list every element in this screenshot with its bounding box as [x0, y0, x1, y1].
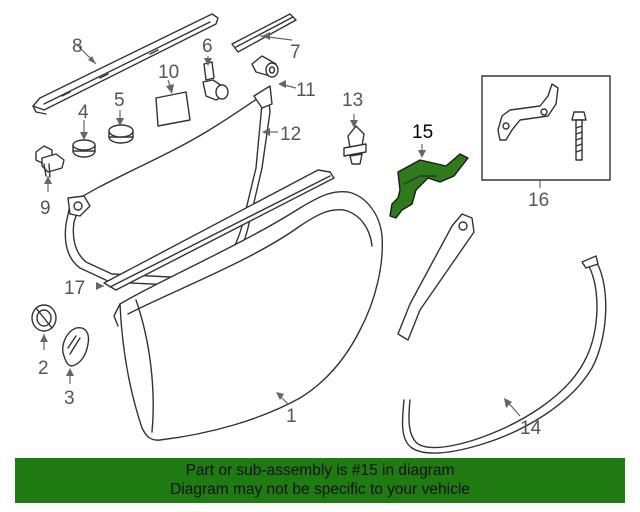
callout-8: 8	[72, 36, 83, 57]
part-17-sill-strip[interactable]	[103, 169, 335, 291]
callout-4: 4	[78, 102, 89, 123]
part-14-door-seal[interactable]	[401, 255, 607, 454]
callout-labels: 8 6 7 10 11 5 4 13 15 12 9 16 17 2 3 1 1…	[38, 36, 549, 439]
part-15-highlighted-bracket[interactable]	[389, 153, 469, 219]
callout-10: 10	[158, 62, 179, 83]
callout-16: 16	[528, 190, 549, 211]
part-7-seal-strip[interactable]	[231, 13, 297, 53]
callout-14: 14	[520, 418, 542, 439]
callout-15: 15	[412, 122, 433, 143]
info-banner: Part or sub-assembly is #15 in diagram D…	[15, 458, 625, 503]
part-5-plug[interactable]	[108, 124, 134, 144]
callout-17: 17	[64, 278, 85, 299]
part-16-hinge-kit-box[interactable]	[481, 75, 611, 181]
callout-12: 12	[280, 124, 301, 145]
callout-11: 11	[296, 80, 316, 101]
part-11-bolt[interactable]	[251, 55, 279, 78]
part-1-door-shell[interactable]	[113, 190, 384, 441]
callout-6: 6	[202, 36, 213, 57]
part-6-clip[interactable]	[202, 61, 229, 101]
callout-3: 3	[64, 388, 75, 409]
callout-9: 9	[40, 198, 51, 219]
part-9-screw[interactable]	[35, 145, 65, 178]
callout-7: 7	[290, 42, 301, 63]
part-3-oval-cover[interactable]	[62, 327, 90, 367]
part-4-grommet[interactable]	[72, 139, 96, 158]
callout-1: 1	[286, 406, 297, 427]
part-8-channel-strip[interactable]	[32, 13, 219, 115]
part-2-grommet[interactable]	[31, 304, 57, 332]
callout-5: 5	[114, 90, 125, 111]
banner-line-2: Diagram may not be specific to your vehi…	[170, 481, 470, 498]
banner-line-1: Part or sub-assembly is #15 in diagram	[185, 462, 455, 479]
callout-13: 13	[342, 90, 363, 111]
part-10-pad[interactable]	[155, 91, 191, 127]
leader-arrowheads	[40, 32, 512, 408]
callout-2: 2	[38, 358, 49, 379]
part-13-pin[interactable]	[343, 125, 367, 165]
part-14-pillar-seal-frame[interactable]	[397, 213, 475, 341]
